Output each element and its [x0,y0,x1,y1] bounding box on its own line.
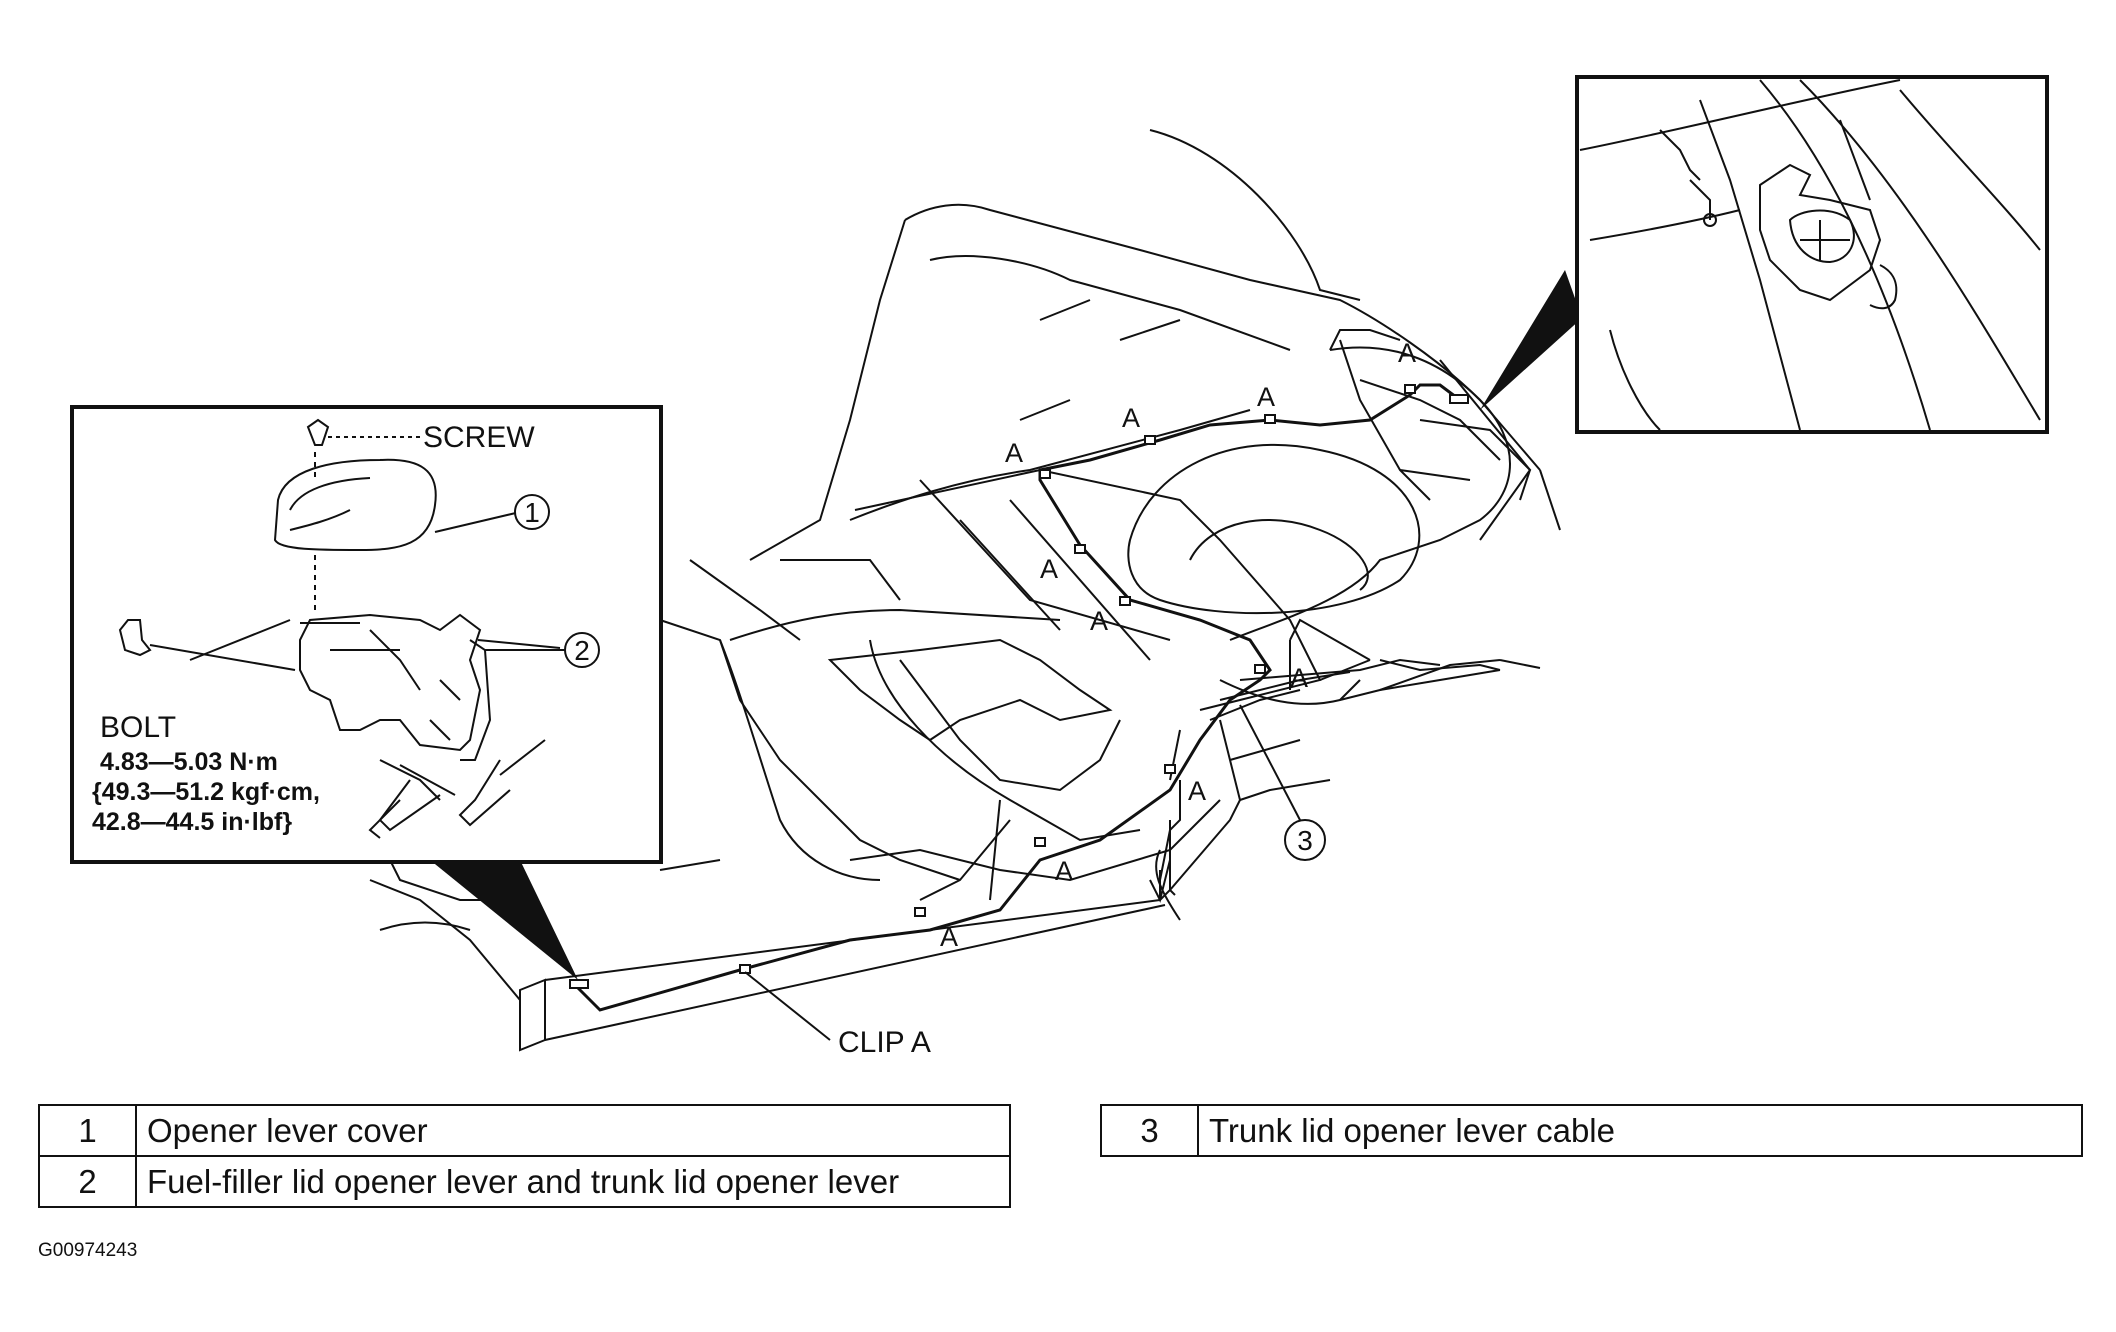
legend-row: 2 Fuel-filler lid opener lever and trunk… [38,1155,1011,1208]
parts-legend-right: 3 Trunk lid opener lever cable [1100,1104,2083,1157]
callout-number-1: 1 [524,497,540,528]
clip-marker-letter: A [1090,606,1108,636]
torque-spec-line-1: 4.83—5.03 N·m [100,748,278,776]
clip-a-markers [569,384,1469,989]
bolt-label: BOLT [100,711,176,744]
vehicle-floor-outline [369,129,1561,1052]
clip-marker-letter: A [1398,338,1416,368]
callout-3: 3 [1239,704,1326,861]
legend-row: 3 Trunk lid opener lever cable [1100,1104,2083,1157]
legend-text: Trunk lid opener lever cable [1197,1104,2083,1157]
clip-marker-letter: A [1188,776,1206,806]
legend-number: 2 [38,1155,137,1208]
clip-marker-letter: A [1055,856,1073,886]
inset-pointer-left [430,860,578,980]
legend-text: Opener lever cover [135,1104,1011,1157]
clip-a-label: CLIP A [838,1026,931,1059]
legend-number: 3 [1100,1104,1199,1157]
callout-number-3: 3 [1297,825,1313,856]
inset-pointer-right [1480,270,1582,410]
clip-marker-letter: A [1005,438,1023,468]
clip-marker-letter: A [1290,663,1308,693]
clip-marker-letter: A [1257,382,1275,412]
screw-label: SCREW [423,421,535,454]
inset-trunk-latch [1575,75,2049,434]
clip-a-callout: CLIP A [744,971,931,1059]
legend-text: Fuel-filler lid opener lever and trunk l… [135,1155,1011,1208]
clip-marker-letter: A [940,922,958,952]
clip-marker-letter: A [1040,554,1058,584]
parts-legend-left: 1 Opener lever cover 2 Fuel-filler lid o… [38,1104,1011,1208]
callout-number-2: 2 [574,635,590,666]
figure-id: G00974243 [38,1240,138,1261]
legend-row: 1 Opener lever cover [38,1104,1011,1157]
trunk-lid-opener-cable [573,383,1461,1012]
inset-lever-assembly: 1 2 SCREW BOLT 4.83—5.03 N·m {49.3—51.2 … [70,405,663,864]
torque-spec-line-2: {49.3—51.2 kgf·cm, [92,778,320,806]
legend-number: 1 [38,1104,137,1157]
torque-spec-line-3: 42.8—44.5 in·lbf} [92,808,292,836]
clip-marker-letter: A [1122,403,1140,433]
clip-a-letters: A A A A A A A A A A [940,338,1416,952]
